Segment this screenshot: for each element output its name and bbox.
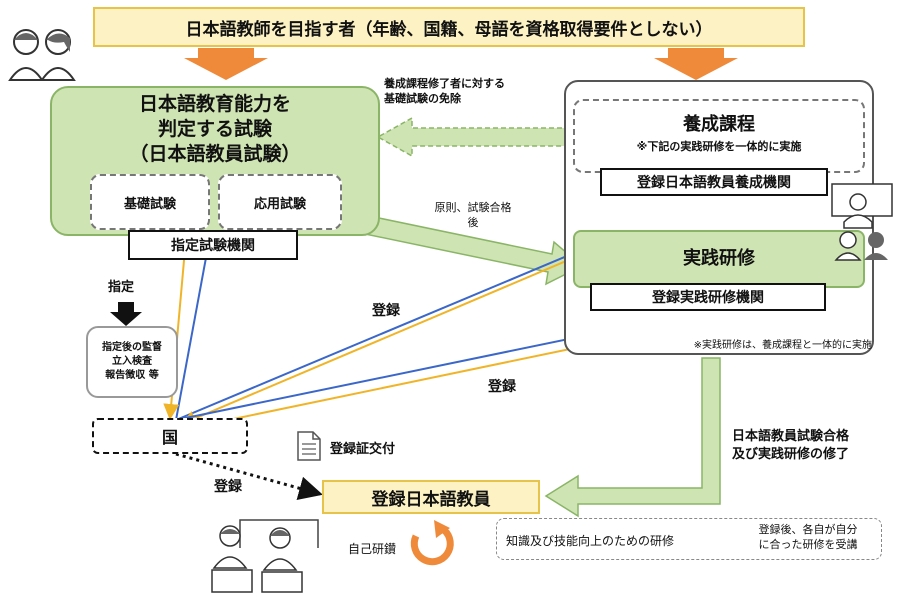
after-register-note: 登録後、各自が自分 に合った研修を受講 (740, 522, 876, 552)
designation-label: 指定 (108, 280, 135, 295)
completion-arrow (544, 357, 721, 518)
exemption-note: 養成課程修了者に対する 基礎試験の免除 (384, 76, 584, 106)
orange-arrow-right (654, 48, 738, 80)
country-box: 国 (92, 418, 248, 454)
register-label-practice: 登録 (488, 379, 516, 395)
cycle-icon (410, 520, 454, 566)
exam-title-line3: （日本語教員試験） (129, 143, 301, 165)
basic-exam: 基礎試験 (90, 174, 210, 230)
exam-title-line2: 判定する試験 (157, 118, 272, 140)
supervision-line2: 立入検査 (112, 356, 152, 367)
applied-exam: 応用試験 (218, 174, 342, 230)
training-agency: 登録日本語教員養成機関 (600, 168, 828, 196)
completion-note: 日本語教員試験合格 及び実践研修の修了 (732, 428, 898, 464)
supervision-line1: 指定後の監督 (102, 342, 162, 353)
register-label-teacher: 登録 (214, 479, 242, 495)
document-icon (297, 431, 321, 461)
pass-note-line1: 原則、試験合格 (434, 201, 512, 214)
exam-title-line1: 日本語教育能力を (138, 93, 291, 115)
exemption-note-line2: 基礎試験の免除 (384, 92, 461, 105)
certificate-label: 登録証交付 (330, 442, 396, 457)
supervision-box: 指定後の監督 立入検査 報告徴収 等 (86, 326, 178, 398)
register-label-training: 登録 (372, 303, 400, 319)
orange-arrow-left (184, 48, 268, 80)
completion-line1: 日本語教員試験合格 (732, 429, 850, 444)
knowledge-label: 知識及び技能向上のための研修 (506, 534, 675, 548)
exam-title: 日本語教育能力を 判定する試験 （日本語教員試験） (50, 92, 380, 167)
supervision-line3: 報告徴収 等 (105, 370, 159, 381)
exam-agency: 指定試験機関 (128, 230, 298, 260)
pass-note-line2: 後 (467, 216, 479, 229)
exemption-note-line1: 養成課程修了者に対する (384, 77, 505, 90)
knowledge-training-box (496, 518, 882, 560)
people-icon (8, 29, 76, 81)
completion-line2: 及び実践研修の修了 (732, 447, 850, 462)
registered-teacher-box: 登録日本語教員 (322, 480, 540, 514)
practice-note: ※実践研修は、養成課程と一体的に実施 (693, 340, 872, 351)
practice-agency: 登録実践研修機関 (590, 283, 826, 311)
after-register-line2: に合った研修を受講 (758, 538, 858, 551)
training-note: ※下記の実践研修を一体的に実施 (636, 140, 802, 153)
after-register-line1: 登録後、各自が自分 (758, 523, 858, 536)
pass-note: 原則、試験合格 後 (418, 200, 528, 230)
classroom-icon (211, 525, 303, 593)
practice-title: 実践研修 (683, 248, 755, 269)
eligibility-banner: 日本語教師を目指す者（年齢、国籍、母語を資格取得要件としない） (93, 7, 805, 47)
self-study-label: 自己研鑽 (348, 542, 397, 556)
training-title: 養成課程 (683, 114, 755, 135)
teacher-icon (831, 183, 893, 261)
